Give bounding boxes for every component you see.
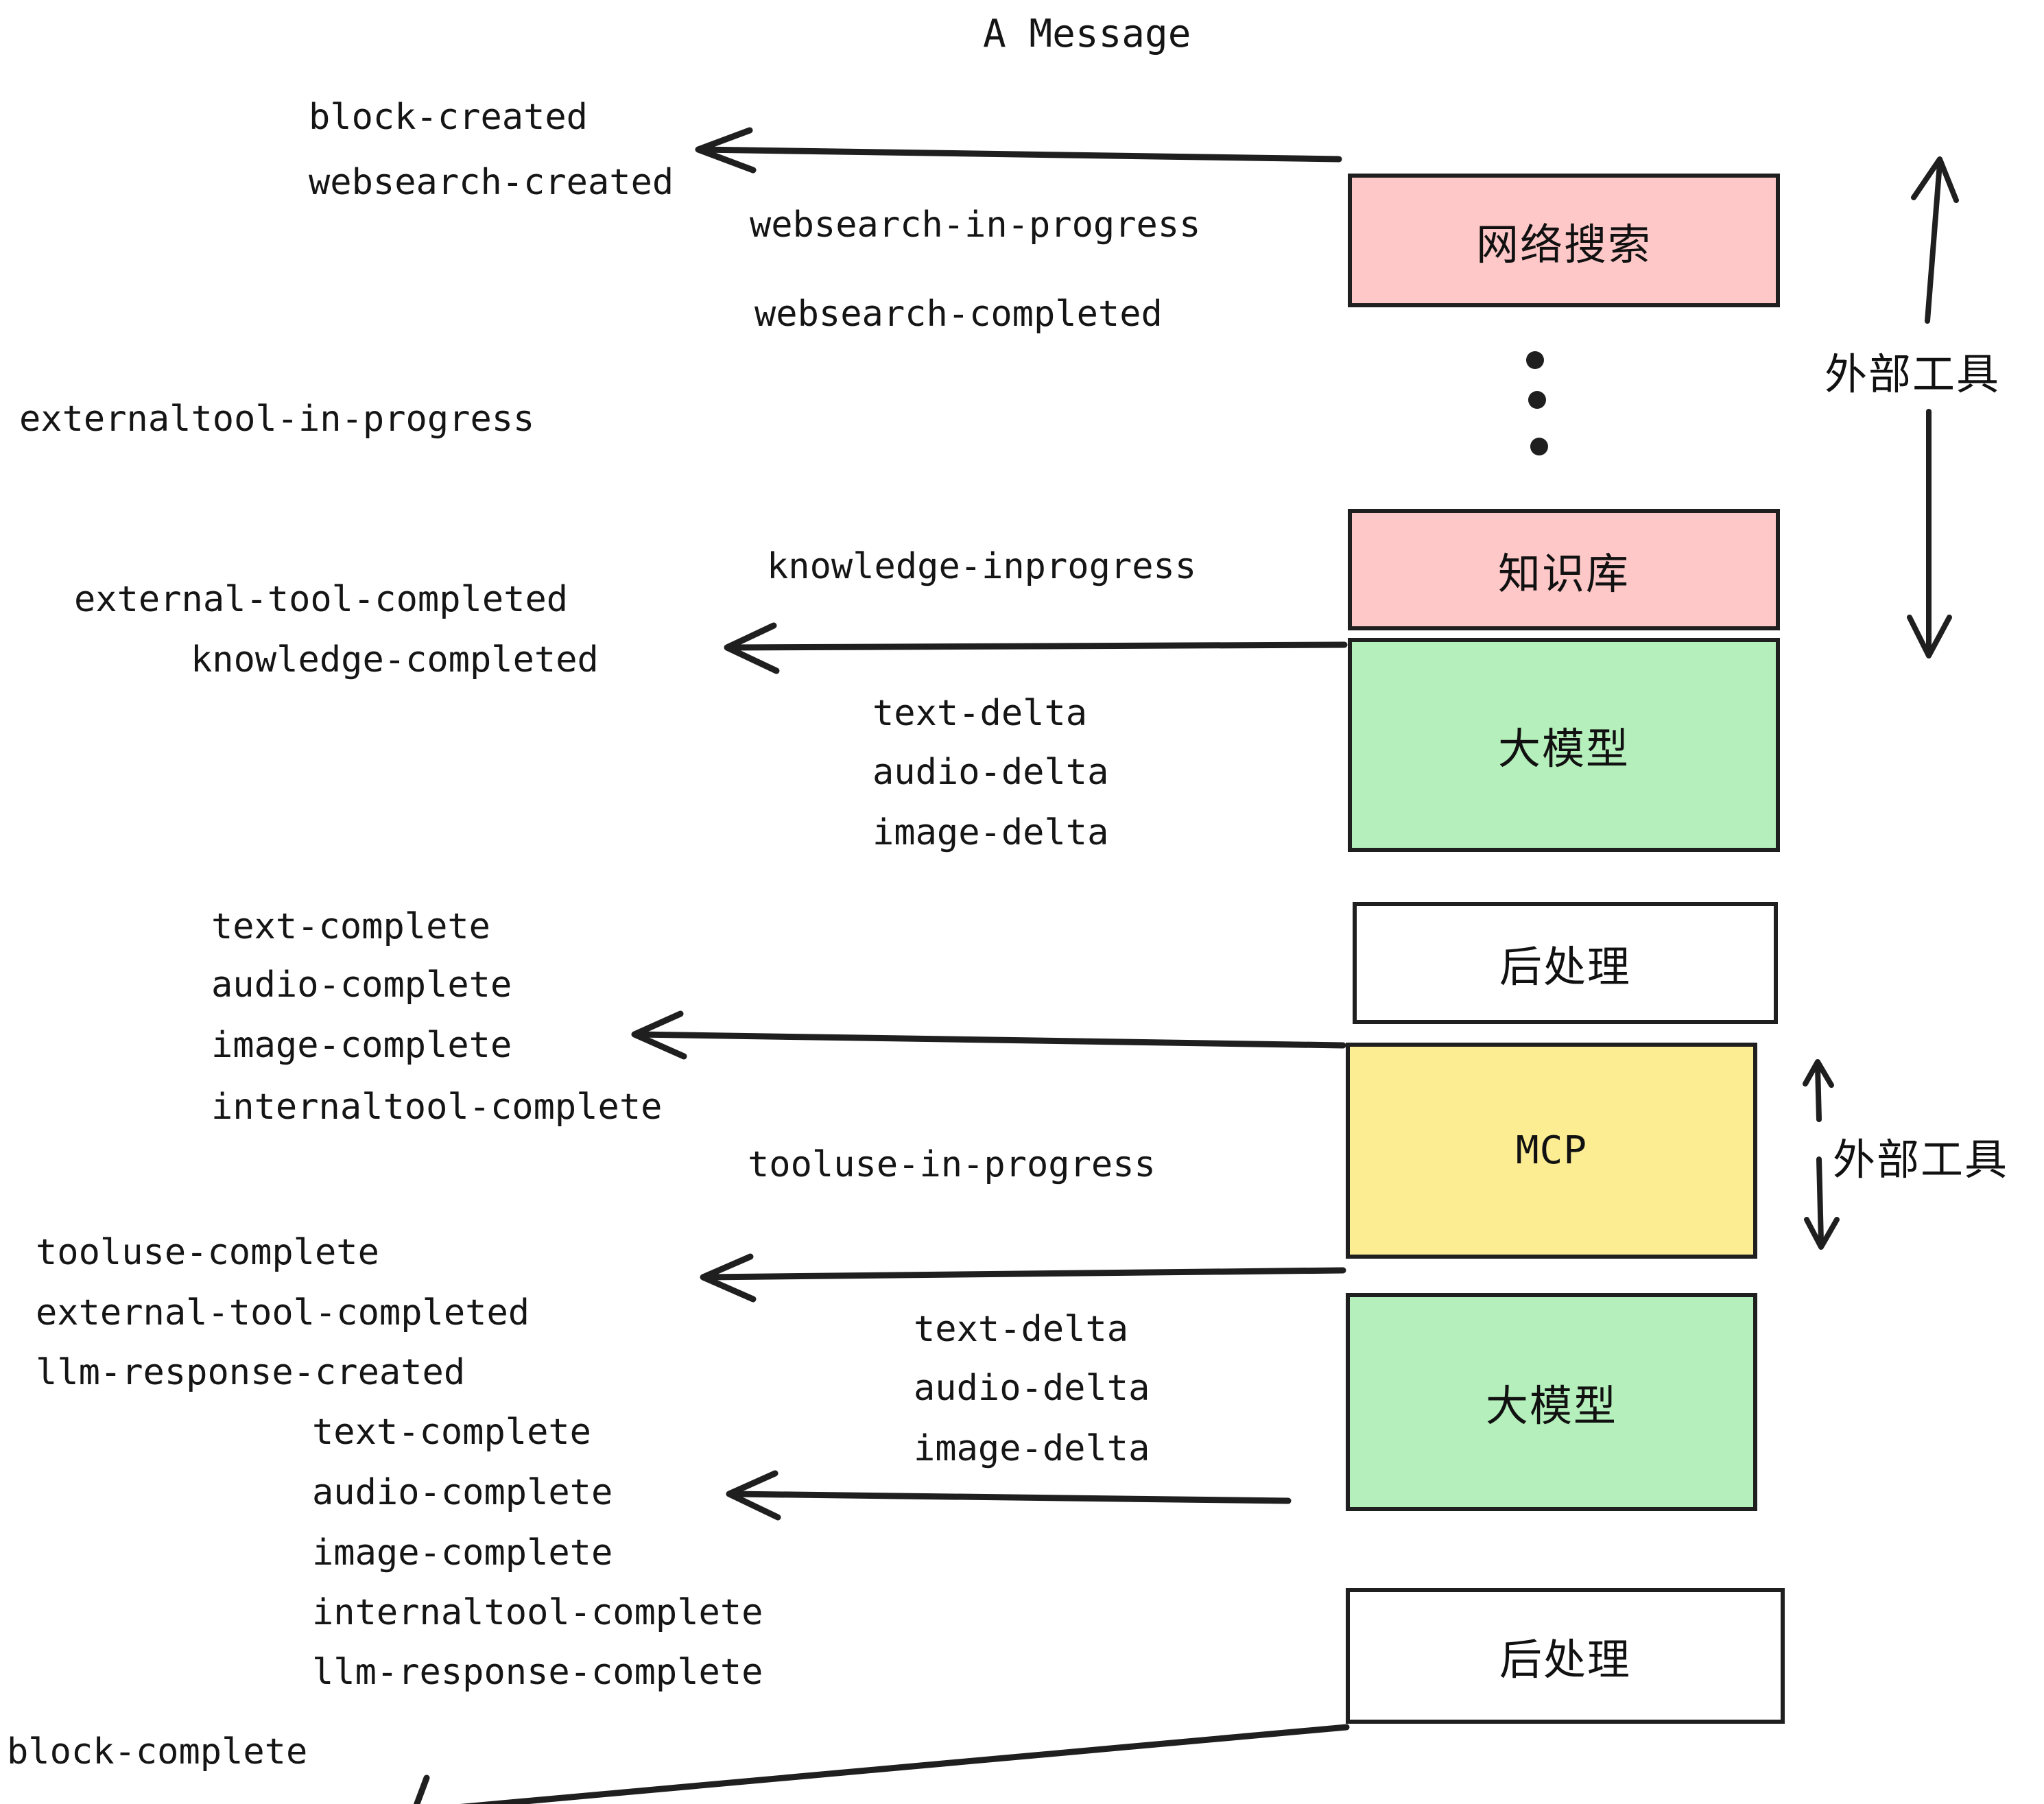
- node-label-postprocess-2: 后处理: [1499, 1635, 1631, 1685]
- arrow-postprocess2-to-block-complete: [413, 1724, 1350, 1804]
- node-box-postprocess-1[interactable]: 后处理: [1353, 902, 1778, 1024]
- event-label-image-delta-1: image-delta: [872, 812, 1109, 853]
- event-label-knowledge-inprogress: knowledge-inprogress: [767, 546, 1197, 587]
- event-label-text-complete-1: text-complete: [211, 906, 490, 947]
- annotation-external-tool-top: 外部工具: [1825, 349, 2001, 399]
- ellipsis-dot-icon: [1530, 438, 1548, 455]
- event-label-knowledge-completed: knowledge-completed: [191, 639, 599, 680]
- event-label-external-tool-completed-2: external-tool-completed: [36, 1292, 530, 1333]
- event-label-llm-response-created: llm-response-created: [36, 1352, 466, 1393]
- event-label-text-delta-2: text-delta: [914, 1309, 1129, 1350]
- event-label-internaltool-complete-1: internaltool-complete: [211, 1087, 663, 1128]
- node-label-postprocess-1: 后处理: [1499, 942, 1631, 992]
- node-box-postprocess-2[interactable]: 后处理: [1346, 1588, 1785, 1724]
- node-box-websearch[interactable]: 网络搜索: [1348, 174, 1780, 307]
- node-box-knowledge[interactable]: 知识库: [1348, 509, 1780, 630]
- node-label-mcp: MCP: [1515, 1128, 1588, 1173]
- event-label-tooluse-complete: tooluse-complete: [36, 1232, 379, 1273]
- ellipsis-dot-icon: [1526, 351, 1544, 369]
- arrow-postprocess1-to-left: [631, 1010, 1346, 1060]
- arrow-llm2-to-left: [726, 1470, 1292, 1521]
- node-box-mcp[interactable]: MCP: [1346, 1043, 1757, 1259]
- event-label-audio-complete-2: audio-complete: [312, 1472, 613, 1513]
- event-label-block-complete: block-complete: [7, 1731, 308, 1772]
- event-label-audio-delta-2: audio-delta: [914, 1368, 1150, 1409]
- node-box-llm-2[interactable]: 大模型: [1346, 1293, 1757, 1511]
- node-label-llm-1: 大模型: [1497, 724, 1630, 774]
- event-label-block-created: block-created: [309, 97, 588, 138]
- event-label-tooluse-in-progress: tooluse-in-progress: [748, 1144, 1156, 1185]
- event-label-websearch-completed: websearch-completed: [754, 294, 1163, 335]
- node-label-llm-2: 大模型: [1485, 1381, 1617, 1431]
- arrow-mcp-to-left: [700, 1253, 1346, 1303]
- event-label-llm-response-complete: llm-response-complete: [312, 1652, 763, 1693]
- node-label-websearch: 网络搜索: [1475, 219, 1652, 270]
- ellipsis-dot-icon: [1528, 391, 1546, 409]
- event-label-audio-complete-1: audio-complete: [211, 964, 512, 1006]
- annotation-external-tool-bottom: 外部工具: [1833, 1135, 2009, 1185]
- event-label-external-tool-completed-1: external-tool-completed: [74, 579, 569, 620]
- event-label-image-delta-2: image-delta: [914, 1428, 1150, 1469]
- event-label-externaltool-in-progress: externaltool-in-progress: [19, 399, 535, 440]
- event-label-image-complete-2: image-complete: [312, 1532, 613, 1574]
- arrow-websearch-to-left: [695, 127, 1342, 174]
- event-label-image-complete-1: image-complete: [211, 1025, 512, 1066]
- event-label-text-delta-1: text-delta: [872, 693, 1088, 734]
- event-label-internaltool-complete-2: internaltool-complete: [312, 1592, 763, 1633]
- event-label-text-complete-2: text-complete: [312, 1412, 591, 1453]
- event-label-audio-delta-1: audio-delta: [872, 752, 1109, 793]
- event-label-websearch-in-progress: websearch-in-progress: [750, 204, 1201, 246]
- arrow-external-tool-top: [1907, 156, 1959, 658]
- node-box-llm-1[interactable]: 大模型: [1348, 638, 1780, 852]
- event-label-websearch-created: websearch-created: [309, 162, 674, 203]
- arrow-knowledge-to-left: [724, 622, 1348, 674]
- node-label-knowledge: 知识库: [1497, 548, 1630, 599]
- arrow-external-tool-bottom: [1803, 1059, 1840, 1250]
- page-title: A Message: [983, 12, 1191, 56]
